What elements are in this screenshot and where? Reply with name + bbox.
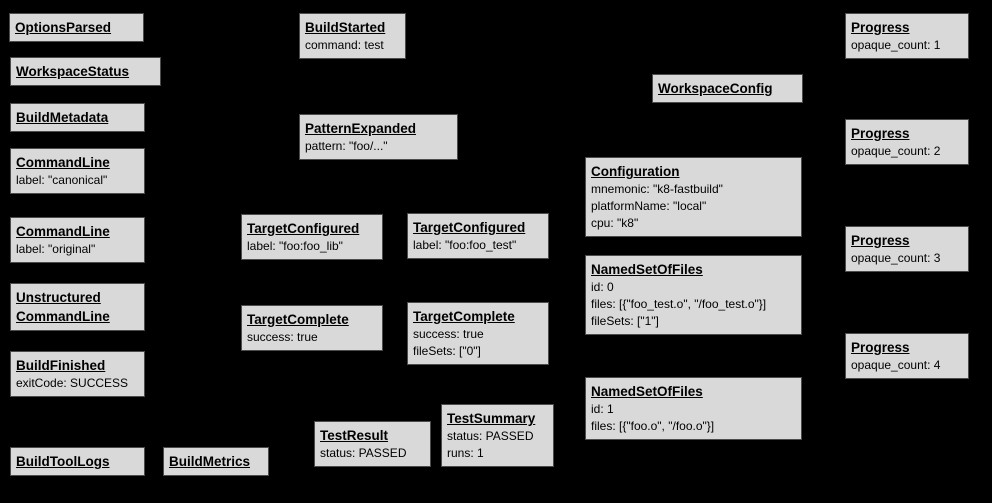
node-unstructured-command-line: Unstructured CommandLine: [10, 283, 145, 331]
node-title: OptionsParsed: [15, 20, 112, 35]
node-title: TargetConfigured: [413, 220, 526, 235]
node-progress-4: Progress opaque_count: 4: [845, 333, 969, 379]
node-test-result: TestResult status: PASSED: [314, 421, 431, 467]
node-field: fileSets: ["0"]: [413, 344, 481, 358]
node-target-configured-foo-test: TargetConfigured label: "foo:foo_test": [407, 213, 549, 259]
node-title: TestResult: [320, 428, 389, 443]
node-title: BuildMetrics: [169, 454, 251, 469]
node-field: label: "foo:foo_lib": [247, 239, 343, 253]
node-field: platformName: "local": [591, 199, 707, 213]
node-title: BuildStarted: [305, 20, 386, 35]
node-field: status: PASSED: [320, 446, 407, 460]
node-title: Progress: [851, 340, 910, 355]
node-title: TargetComplete: [247, 312, 349, 327]
node-field: runs: 1: [447, 446, 484, 460]
node-target-complete-foo-lib: TargetComplete success: true: [241, 305, 383, 351]
node-title: Progress: [851, 233, 910, 248]
node-command-line-original: CommandLine label: "original": [10, 217, 145, 263]
node-field: cpu: "k8": [591, 216, 639, 230]
node-target-configured-foo-lib: TargetConfigured label: "foo:foo_lib": [241, 214, 383, 260]
node-title: WorkspaceConfig: [658, 81, 773, 96]
node-field: opaque_count: 2: [851, 144, 941, 158]
node-title: BuildFinished: [16, 358, 106, 373]
node-title: BuildMetadata: [16, 110, 109, 125]
node-progress-1: Progress opaque_count: 1: [845, 13, 969, 59]
node-title: NamedSetOfFiles: [591, 384, 703, 399]
node-field: label: "foo:foo_test": [413, 238, 517, 252]
node-title: Progress: [851, 20, 910, 35]
node-progress-3: Progress opaque_count: 3: [845, 226, 969, 272]
node-pattern-expanded: PatternExpanded pattern: "foo/...": [299, 114, 458, 160]
node-build-started: BuildStarted command: test: [299, 13, 406, 59]
node-title: PatternExpanded: [305, 121, 417, 136]
node-named-set-of-files-1: NamedSetOfFiles id: 1 files: [{"foo.o", …: [585, 377, 802, 440]
node-field: label: "original": [16, 242, 96, 256]
node-title: WorkspaceStatus: [16, 64, 130, 79]
node-title: TargetConfigured: [247, 221, 360, 236]
node-title: CommandLine: [16, 155, 110, 170]
node-build-metrics: BuildMetrics: [163, 447, 269, 476]
node-field: status: PASSED: [447, 429, 534, 443]
node-field: label: "canonical": [16, 173, 108, 187]
node-field: success: true: [247, 330, 318, 344]
node-title: CommandLine: [16, 224, 110, 239]
node-named-set-of-files-0: NamedSetOfFiles id: 0 files: [{"foo_test…: [585, 255, 802, 335]
node-workspace-status: WorkspaceStatus: [10, 57, 161, 86]
node-field: command: test: [305, 38, 384, 52]
node-field: files: [{"foo.o", "/foo.o"}]: [591, 419, 715, 433]
node-title: Progress: [851, 126, 910, 141]
node-field: fileSets: ["1"]: [591, 314, 659, 328]
node-field: opaque_count: 1: [851, 38, 941, 52]
node-field: id: 0: [591, 280, 614, 294]
node-title: TestSummary: [447, 411, 536, 426]
node-build-finished: BuildFinished exitCode: SUCCESS: [10, 351, 145, 397]
node-workspace-config: WorkspaceConfig: [652, 74, 803, 103]
node-target-complete-foo-test: TargetComplete success: true fileSets: […: [407, 302, 549, 365]
node-progress-2: Progress opaque_count: 2: [845, 119, 969, 165]
node-title: NamedSetOfFiles: [591, 262, 703, 277]
node-title: Configuration: [591, 164, 680, 179]
node-build-metadata: BuildMetadata: [10, 103, 145, 132]
node-command-line-canonical: CommandLine label: "canonical": [10, 148, 145, 194]
node-field: id: 1: [591, 402, 614, 416]
node-field: exitCode: SUCCESS: [16, 376, 129, 390]
node-build-tool-logs: BuildToolLogs: [10, 447, 145, 476]
node-title: Unstructured CommandLine: [16, 290, 110, 324]
node-field: success: true: [413, 327, 484, 341]
node-configuration: Configuration mnemonic: "k8-fastbuild" p…: [585, 157, 802, 237]
node-field: pattern: "foo/...": [305, 139, 388, 153]
node-field: opaque_count: 3: [851, 251, 941, 265]
node-field: files: [{"foo_test.o", "/foo_test.o"}]: [591, 297, 767, 311]
node-options-parsed: OptionsParsed: [9, 13, 144, 42]
node-test-summary: TestSummary status: PASSED runs: 1: [441, 404, 554, 467]
node-title: BuildToolLogs: [16, 454, 110, 469]
node-field: opaque_count: 4: [851, 358, 941, 372]
node-field: mnemonic: "k8-fastbuild": [591, 182, 723, 196]
node-title: TargetComplete: [413, 309, 515, 324]
